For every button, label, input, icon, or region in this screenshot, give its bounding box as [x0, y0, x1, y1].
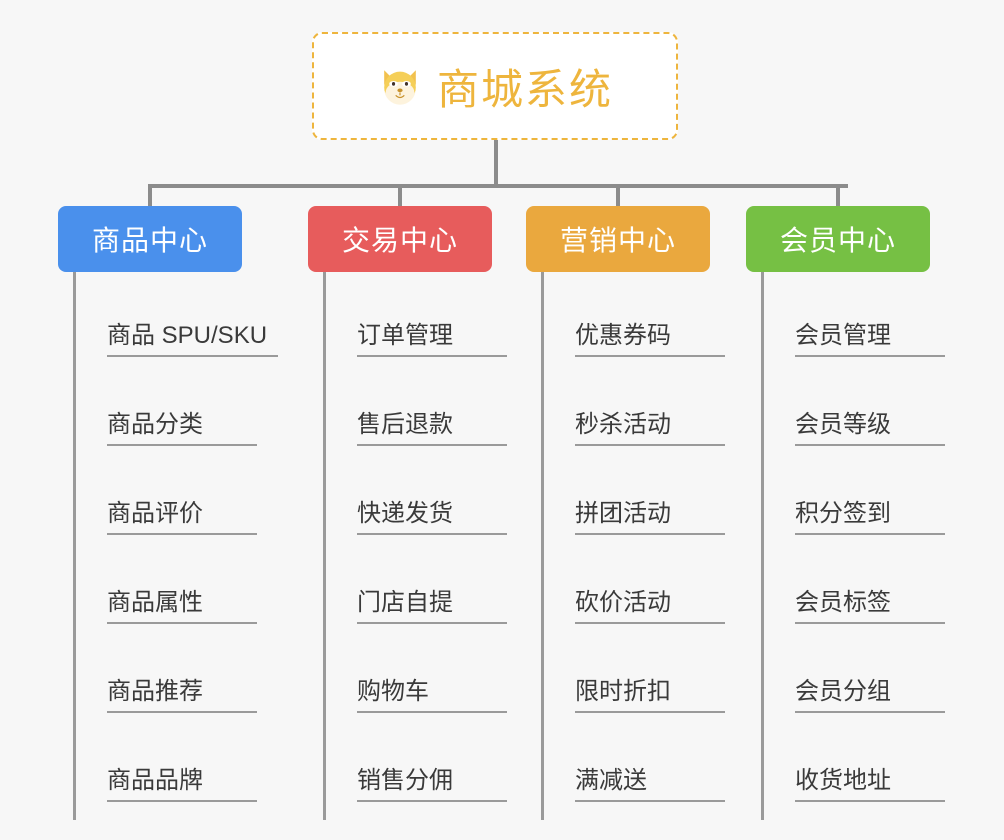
column-trunk-1	[73, 272, 76, 820]
leaf-item[interactable]: 门店自提	[323, 539, 528, 628]
leaf-label: 商品品牌	[107, 767, 257, 802]
leaf-list-3: 优惠券码 秒杀活动 拼团活动 砍价活动 限时折扣 满减送	[541, 272, 746, 806]
leaf-item[interactable]: 商品推荐	[73, 628, 278, 717]
leaf-item[interactable]: 收货地址	[761, 717, 966, 806]
category-label-1: 商品中心	[91, 225, 208, 256]
root-node[interactable]: 商城系统	[312, 32, 678, 140]
leaf-item[interactable]: 商品 SPU/SKU	[73, 272, 278, 361]
leaf-label: 秒杀活动	[575, 411, 725, 446]
leaf-label: 订单管理	[357, 322, 507, 357]
leaf-list-4: 会员管理 会员等级 积分签到 会员标签 会员分组 收货地址	[761, 272, 966, 806]
leaf-item[interactable]: 砍价活动	[541, 539, 746, 628]
column-trunk-2	[323, 272, 326, 820]
leaf-label: 收货地址	[795, 767, 945, 802]
leaf-item[interactable]: 限时折扣	[541, 628, 746, 717]
leaf-item[interactable]: 会员等级	[761, 361, 966, 450]
category-box-4[interactable]: 会员中心	[746, 206, 930, 272]
category-label-3: 营销中心	[559, 225, 676, 256]
column-trunk-3	[541, 272, 544, 820]
connector-horizontal-bus	[148, 184, 848, 188]
leaf-label: 商品评价	[107, 500, 257, 535]
category-box-3[interactable]: 营销中心	[526, 206, 710, 272]
leaf-item[interactable]: 商品分类	[73, 361, 278, 450]
leaf-item[interactable]: 秒杀活动	[541, 361, 746, 450]
leaf-item[interactable]: 会员分组	[761, 628, 966, 717]
leaf-list-2: 订单管理 售后退款 快递发货 门店自提 购物车 销售分佣	[323, 272, 528, 806]
connector-drop-3	[616, 184, 620, 208]
root-title: 商城系统	[436, 65, 613, 113]
leaf-label: 限时折扣	[575, 678, 725, 713]
category-label-2: 交易中心	[341, 225, 458, 256]
connector-root-stem	[494, 140, 498, 186]
category-label-4: 会员中心	[779, 225, 896, 256]
leaf-item[interactable]: 购物车	[323, 628, 528, 717]
dog-face-icon	[377, 63, 423, 109]
leaf-label: 满减送	[575, 767, 725, 802]
leaf-item[interactable]: 会员标签	[761, 539, 966, 628]
leaf-label: 会员标签	[795, 589, 945, 624]
leaf-label: 销售分佣	[357, 767, 507, 802]
connector-drop-4	[836, 184, 840, 208]
leaf-label: 优惠券码	[575, 322, 725, 357]
leaf-item[interactable]: 商品评价	[73, 450, 278, 539]
leaf-item[interactable]: 商品属性	[73, 539, 278, 628]
leaf-item[interactable]: 满减送	[541, 717, 746, 806]
leaf-label: 会员分组	[795, 678, 945, 713]
leaf-label: 砍价活动	[575, 589, 725, 624]
leaf-label: 售后退款	[357, 411, 507, 446]
column-trunk-4	[761, 272, 764, 820]
leaf-label: 快递发货	[357, 500, 507, 535]
leaf-item[interactable]: 拼团活动	[541, 450, 746, 539]
leaf-label: 购物车	[357, 678, 507, 713]
leaf-list-1: 商品 SPU/SKU 商品分类 商品评价 商品属性 商品推荐 商品品牌	[73, 272, 278, 806]
leaf-label: 商品推荐	[107, 678, 257, 713]
leaf-item[interactable]: 销售分佣	[323, 717, 528, 806]
leaf-label: 商品分类	[107, 411, 257, 446]
leaf-label: 会员管理	[795, 322, 945, 357]
leaf-item[interactable]: 优惠券码	[541, 272, 746, 361]
leaf-item[interactable]: 快递发货	[323, 450, 528, 539]
leaf-label: 门店自提	[357, 589, 507, 624]
leaf-label: 商品 SPU/SKU	[107, 322, 278, 357]
leaf-label: 积分签到	[795, 500, 945, 535]
leaf-item[interactable]: 订单管理	[323, 272, 528, 361]
leaf-item[interactable]: 积分签到	[761, 450, 966, 539]
leaf-label: 会员等级	[795, 411, 945, 446]
leaf-item[interactable]: 会员管理	[761, 272, 966, 361]
connector-drop-1	[148, 184, 152, 208]
leaf-item[interactable]: 商品品牌	[73, 717, 278, 806]
leaf-label: 商品属性	[107, 589, 257, 624]
connector-drop-2	[398, 184, 402, 208]
leaf-item[interactable]: 售后退款	[323, 361, 528, 450]
leaf-label: 拼团活动	[575, 500, 725, 535]
category-box-1[interactable]: 商品中心	[58, 206, 242, 272]
category-box-2[interactable]: 交易中心	[308, 206, 492, 272]
